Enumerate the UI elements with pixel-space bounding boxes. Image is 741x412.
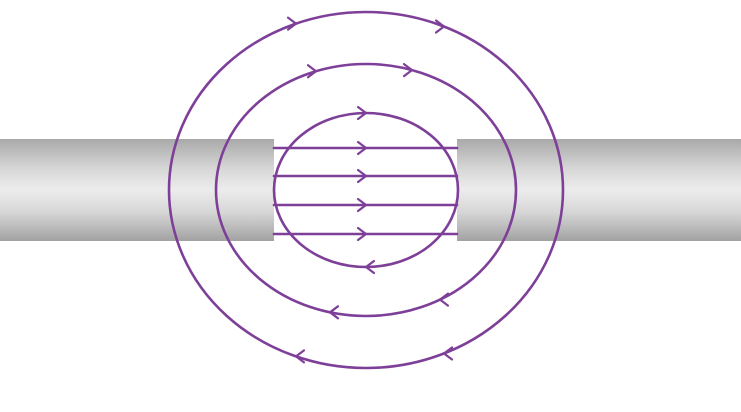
field-arrows bbox=[286, 16, 454, 364]
arrow-top-loop-2-1 bbox=[306, 64, 318, 79]
arrow-top-loop-2-2 bbox=[402, 62, 414, 78]
field-loop-1 bbox=[272, 111, 460, 269]
arrow-bottom-loop-3-1 bbox=[294, 349, 306, 364]
arrow-bottom-loop-2-1 bbox=[328, 305, 340, 320]
arrow-gap-line-1 bbox=[356, 140, 368, 156]
arrow-gap-line-2 bbox=[356, 168, 368, 184]
field-loop-2 bbox=[214, 62, 518, 318]
arrow-bottom-loop-3-2 bbox=[442, 346, 454, 361]
arrow-gap-line-4 bbox=[356, 226, 368, 242]
right-rod bbox=[457, 139, 741, 241]
arrow-gap-line-3 bbox=[356, 197, 368, 213]
arrow-bottom-loop-1-1 bbox=[364, 259, 376, 275]
field-loop-3 bbox=[167, 10, 565, 370]
arrow-top-loop-3-2 bbox=[434, 19, 446, 34]
arrow-top-loop-1-1 bbox=[356, 105, 368, 121]
left-rod bbox=[0, 139, 274, 241]
arrow-top-loop-3-1 bbox=[286, 16, 298, 31]
arrow-bottom-loop-2-2 bbox=[438, 292, 450, 307]
